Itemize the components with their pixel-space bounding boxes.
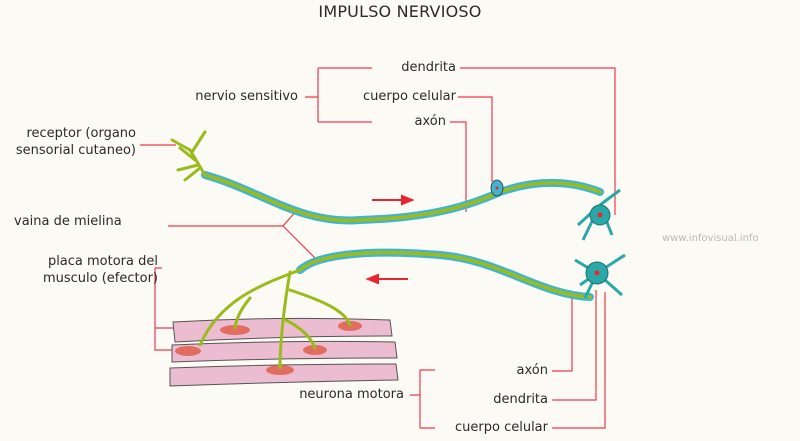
muscle-fiber xyxy=(171,340,398,363)
label-cuerpo-celular-bottom: cuerpo celular xyxy=(455,420,548,435)
label-axon-bottom: axón xyxy=(516,363,548,378)
label-receptor-2: sensorial cutaneo) xyxy=(15,143,136,158)
sensory-nerve xyxy=(170,130,604,225)
watermark: www.infovisual.info xyxy=(662,233,759,244)
label-placa-2: musculo (efector) xyxy=(42,271,158,286)
diagram-title: IMPULSO NERVIOSO xyxy=(318,2,482,21)
label-dendrita-top: dendrita xyxy=(401,60,456,75)
motor-nerve xyxy=(198,248,594,370)
leader-lines xyxy=(140,67,616,429)
label-axon-top: axón xyxy=(414,114,446,129)
label-dendrita-bottom: dendrita xyxy=(493,392,548,407)
label-neurona-motora: neurona motora xyxy=(299,387,404,402)
muscle-fiber xyxy=(169,363,399,387)
interneuron-cells xyxy=(574,188,626,299)
label-placa-1: placa motora del xyxy=(47,254,158,269)
muscle-fibers xyxy=(169,317,399,387)
label-cuerpo-celular-top: cuerpo celular xyxy=(363,89,456,104)
label-nervio-sensitivo: nervio sensitivo xyxy=(195,89,298,104)
impulse-arrows xyxy=(365,194,415,285)
label-vaina-mielina: vaina de mielina xyxy=(14,214,122,229)
label-receptor-1: receptor (organo xyxy=(26,126,136,141)
